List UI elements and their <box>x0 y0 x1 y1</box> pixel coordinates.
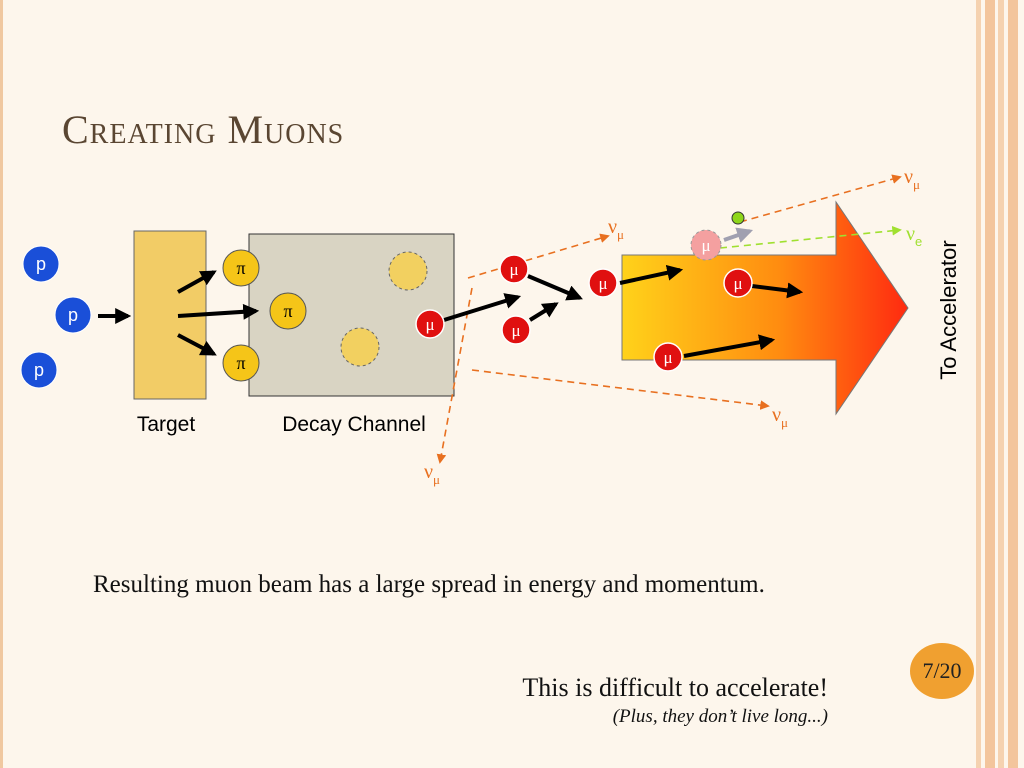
nu-mu-label: νμ <box>424 461 440 487</box>
svg-text:μ: μ <box>733 274 742 293</box>
remark-main: This is difficult to accelerate! <box>522 673 828 702</box>
decayed-pion-circle <box>388 251 428 291</box>
muon-particle: μ <box>499 254 529 284</box>
pion-arrow <box>177 270 217 294</box>
neutrino-line <box>436 287 473 464</box>
pion-particle: π <box>222 249 260 287</box>
proton-particle: p <box>54 296 92 334</box>
nu-mu-label: νμ <box>904 166 920 192</box>
muon-arrow <box>683 334 776 358</box>
proton-particle: p <box>22 245 60 283</box>
svg-text:μ: μ <box>511 321 520 340</box>
svg-text:μ: μ <box>701 236 710 255</box>
svg-text:μ: μ <box>509 260 518 279</box>
svg-text:p: p <box>68 305 78 325</box>
pion-arrow <box>177 303 260 320</box>
muon-arrow <box>619 264 684 285</box>
pion-particle: π <box>222 344 260 382</box>
body-text: Resulting muon beam has a large spread i… <box>93 571 765 598</box>
left-border <box>0 0 3 768</box>
svg-text:μ: μ <box>663 348 672 367</box>
muon-particle: μ <box>501 315 531 345</box>
electron-particle <box>731 211 745 225</box>
decayed-pion-circle <box>340 327 380 367</box>
muon-particle: μ <box>723 268 753 298</box>
svg-text:π: π <box>236 353 245 373</box>
target-label: Target <box>137 413 196 436</box>
remark-aside: (Plus, they don’t live long...) <box>612 706 828 727</box>
muon-arrow <box>751 282 804 299</box>
muon-particle: μ <box>415 309 445 339</box>
svg-text:μ: μ <box>425 315 434 334</box>
page-number-badge: 7/20 <box>910 643 974 699</box>
svg-text:π: π <box>236 258 245 278</box>
nu-e-label: νe <box>906 223 922 249</box>
svg-text:p: p <box>34 360 44 380</box>
neutrino-line <box>471 369 770 410</box>
decaying-muon-particle: μ <box>690 229 722 261</box>
svg-text:μ: μ <box>598 274 607 293</box>
decorative-stripes <box>976 0 1024 768</box>
slide-title: Creating Muons <box>62 107 345 152</box>
pion-particle: π <box>269 292 307 330</box>
nu-mu-label: νμ <box>608 216 624 242</box>
muon-arrow <box>527 274 583 301</box>
svg-text:p: p <box>36 254 46 274</box>
electron-arrow <box>723 227 754 243</box>
proton-particle: p <box>20 351 58 389</box>
muon-particle: μ <box>653 342 683 372</box>
electron-neutrino-line <box>719 225 902 249</box>
neutrino-line <box>739 174 902 223</box>
to-accelerator-label: To Accelerator <box>936 240 961 379</box>
svg-text:π: π <box>283 301 292 321</box>
nu-mu-label: νμ <box>772 404 788 430</box>
neutrino-line <box>467 233 610 279</box>
muon-particle: μ <box>588 268 618 298</box>
decay-channel-label: Decay Channel <box>282 413 426 436</box>
pion-arrow <box>177 333 217 356</box>
muon-arrow <box>443 293 522 322</box>
muon-arrow <box>528 302 559 322</box>
remark: This is difficult to accelerate! (Plus, … <box>522 672 828 730</box>
